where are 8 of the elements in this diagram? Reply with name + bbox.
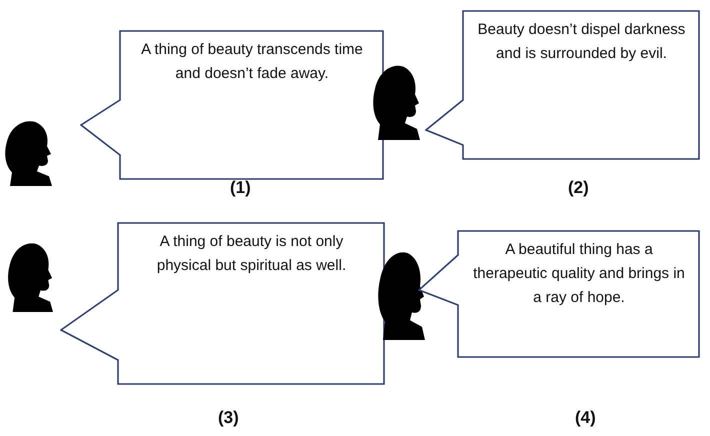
speech-text: Beauty doesn’t dispel darkness and is surrounded by evil. [477, 20, 686, 64]
panel-number: (3) [218, 408, 239, 428]
speech-text: A beautiful thing has a therapeutic quality and brings in a ray of hope. [472, 240, 686, 308]
panel-number: (1) [230, 178, 251, 198]
speech-text: A thing of beauty transcends time and doesn’t fade away. [140, 40, 364, 84]
panel-number: (4) [575, 408, 596, 428]
panel-number: (2) [568, 178, 589, 198]
speech-text: A thing of beauty is not only physical but spiritual as well. [156, 232, 348, 276]
